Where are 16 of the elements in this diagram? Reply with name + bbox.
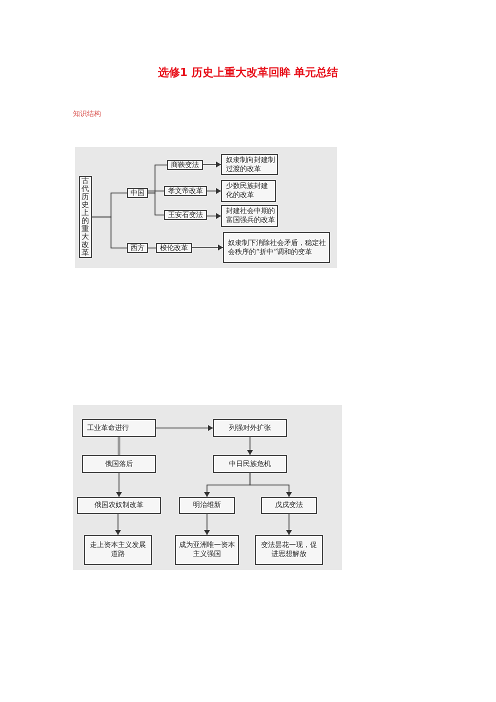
- arrow: [206, 188, 222, 194]
- arrow: [286, 514, 292, 536]
- arrow: [115, 514, 121, 536]
- arrow: [204, 514, 210, 536]
- connector-line: [92, 216, 128, 248]
- arrow: [192, 244, 224, 250]
- title: 选修1 历史上重大改革回眸 单元总结: [156, 65, 340, 80]
- arrow: [206, 213, 222, 219]
- arrow: [202, 162, 222, 168]
- arrow: [247, 436, 253, 456]
- arrow: [250, 472, 292, 498]
- arrow: [156, 425, 214, 431]
- connector-line: [148, 192, 164, 216]
- connector-line: [118, 437, 120, 455]
- connector-line: [148, 190, 164, 192]
- arrow: [116, 472, 122, 498]
